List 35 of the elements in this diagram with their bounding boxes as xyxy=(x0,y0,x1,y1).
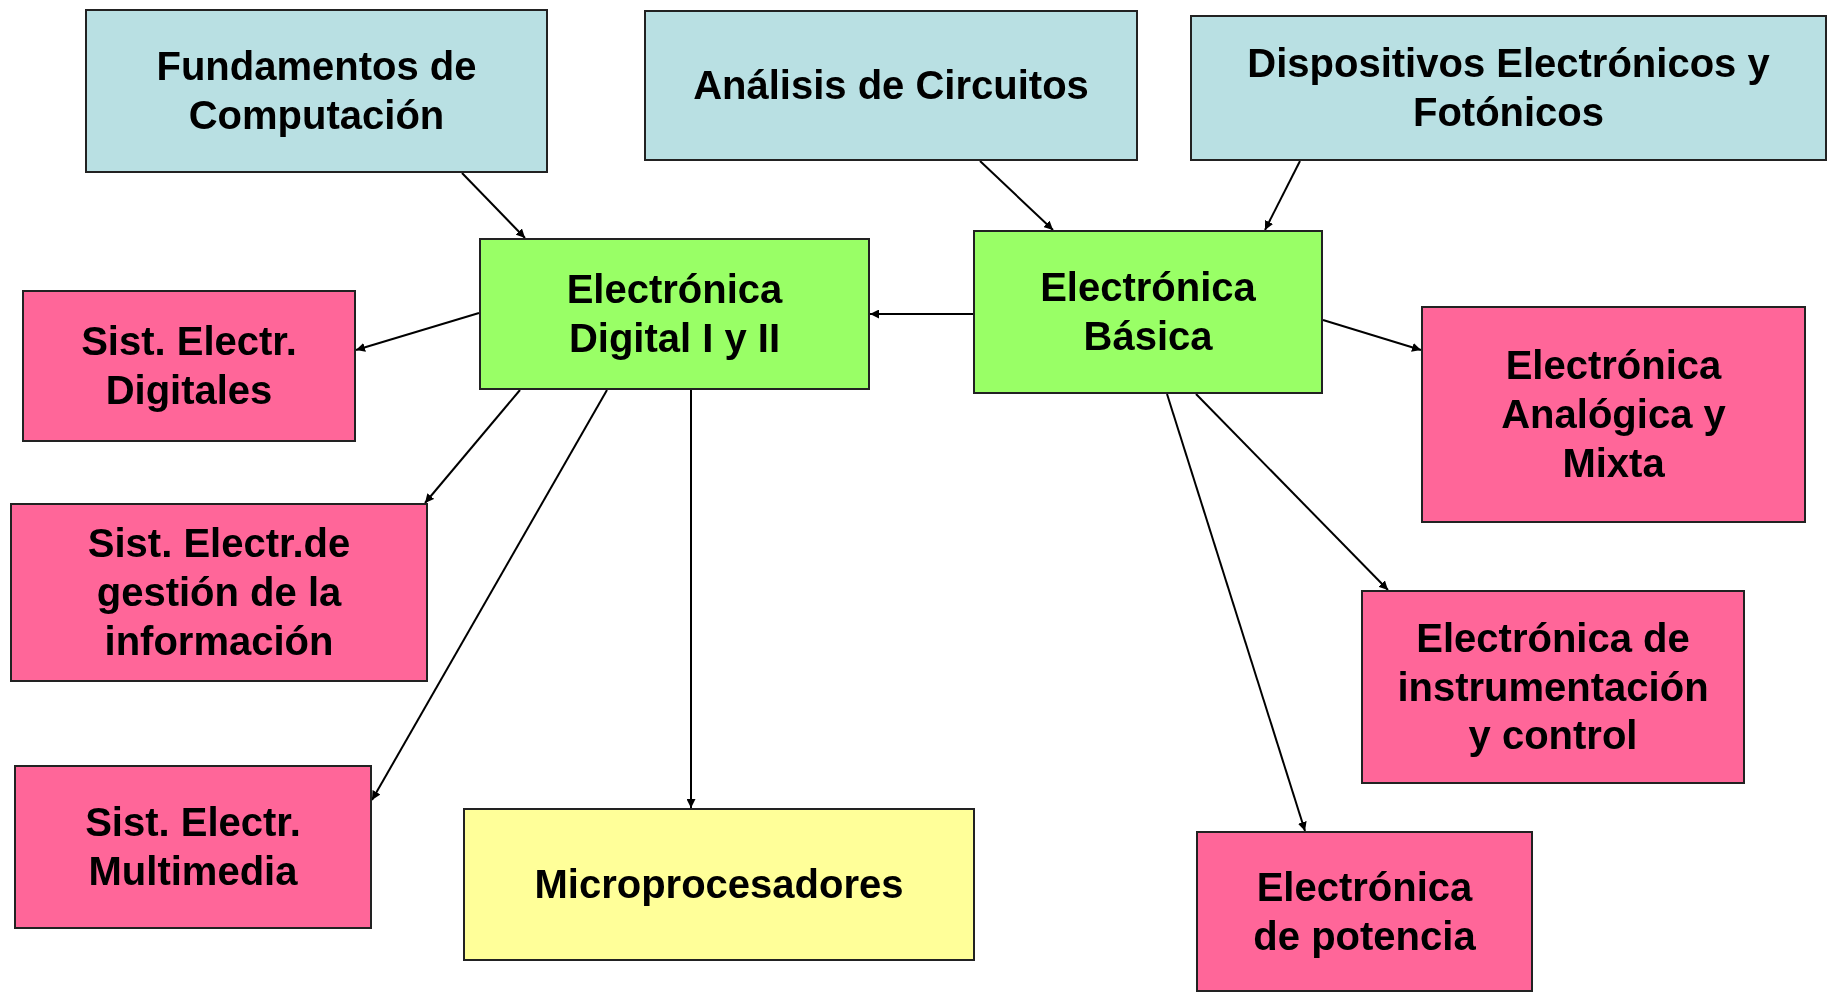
course-box xyxy=(479,238,870,390)
arrow xyxy=(424,389,521,504)
course-name: Sist. Electr.de gestión de la información xyxy=(86,520,352,665)
course-box xyxy=(10,503,428,682)
arrow xyxy=(461,172,526,239)
course-name: Sist. Electr. Digitales xyxy=(80,318,298,414)
course-name: Análisis de Circuitos xyxy=(693,62,1089,110)
course-box xyxy=(1421,306,1806,523)
arrow xyxy=(1166,393,1307,832)
arrow xyxy=(869,309,974,319)
course-name: Electrónica de instrumentación y control xyxy=(1396,614,1710,760)
course-name: Electrónica Básica xyxy=(1039,264,1257,360)
course-box xyxy=(1361,590,1745,784)
course-box xyxy=(85,9,548,173)
arrow xyxy=(1322,319,1422,352)
course-box xyxy=(14,765,372,929)
course-name: Electrónica Digital I y II xyxy=(565,266,784,362)
arrow xyxy=(371,389,608,801)
course-name: Sist. Electr. Multimedia xyxy=(84,799,302,895)
arrow xyxy=(979,160,1054,231)
arrow xyxy=(1264,160,1301,231)
course-name: Dispositivos Electrónicos y Fotónicos xyxy=(1246,40,1771,136)
arrow xyxy=(1195,393,1389,591)
course-box xyxy=(22,290,356,442)
arrow xyxy=(355,312,480,352)
course-name: Microprocesadores xyxy=(534,861,904,909)
course-box xyxy=(644,10,1138,161)
course-name: Electrónica Analógica y Mixta xyxy=(1500,342,1727,487)
course-box xyxy=(973,230,1323,394)
course-box xyxy=(463,808,975,961)
arrow xyxy=(686,389,696,809)
course-box xyxy=(1196,831,1533,992)
course-name: Fundamentos de Computación xyxy=(155,43,478,139)
course-box xyxy=(1190,15,1827,161)
course-name: Electrónica de potencia xyxy=(1252,863,1477,960)
